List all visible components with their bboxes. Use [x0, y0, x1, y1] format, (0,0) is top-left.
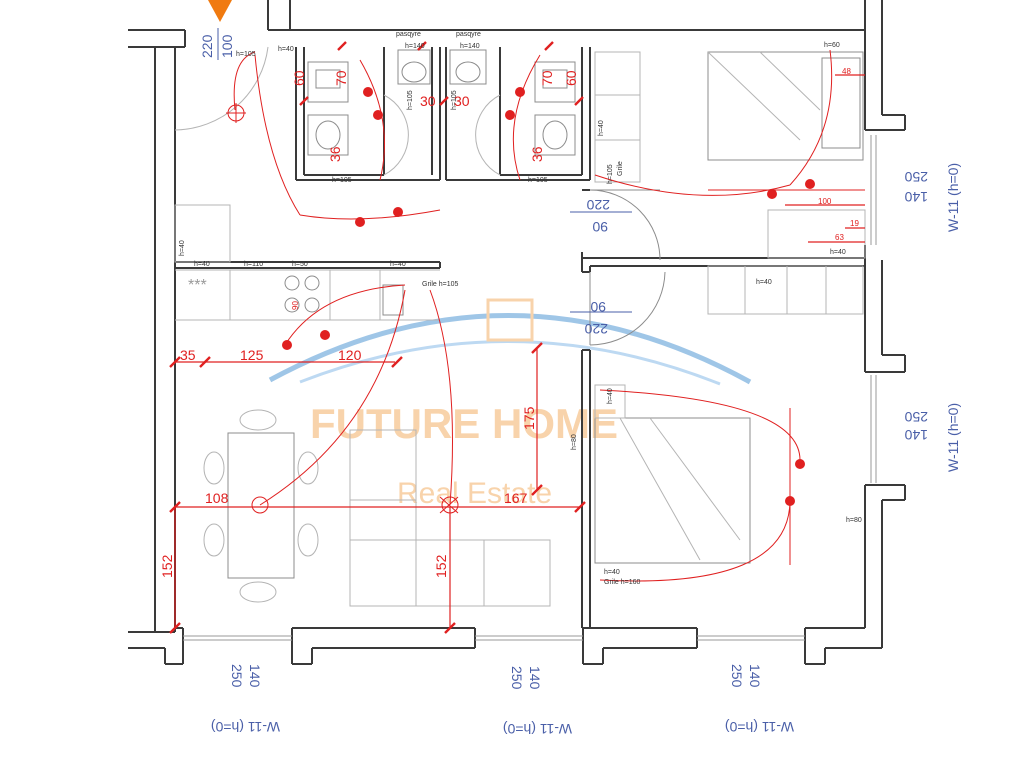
watermark: FUTURE HOME Real Estate	[268, 298, 752, 510]
note-h105-bath-vert-right: h=105	[451, 90, 458, 110]
dim-108: 108	[205, 490, 229, 506]
walls	[128, 0, 906, 665]
note-h105-grile-bed1: h=105	[607, 164, 614, 184]
bedroom-2-furniture	[594, 384, 751, 564]
dim-152-left: 152	[159, 554, 175, 578]
note-h40-bed2: h=40	[607, 388, 614, 404]
svg-text:140: 140	[527, 666, 543, 690]
entrance-dim-220: 220	[199, 34, 215, 58]
watermark-brand: FUTURE HOME	[310, 400, 618, 447]
note-h40-kitchen-right: h=40	[390, 261, 406, 268]
dim-152-center: 152	[433, 554, 449, 578]
entrance-dim-100: 100	[219, 34, 235, 58]
dim-70-right: 70	[539, 70, 555, 86]
dim-100: 100	[818, 197, 832, 206]
dim-36-left: 36	[327, 146, 343, 162]
note-h140-right: h=140	[460, 43, 480, 50]
dim-125: 125	[240, 347, 264, 363]
svg-text:250: 250	[904, 169, 928, 185]
svg-text:W-11 (h=0): W-11 (h=0)	[503, 721, 572, 737]
watermark-roof-arc-inner	[299, 340, 721, 386]
dim-36-right: 36	[529, 146, 545, 162]
entrance-arrow-icon	[208, 0, 232, 22]
dim-35: 35	[180, 347, 196, 363]
svg-text:W-11 (h=0): W-11 (h=0)	[945, 163, 961, 232]
svg-text:W-11 (h=0): W-11 (h=0)	[725, 719, 794, 735]
dim-19: 19	[850, 219, 859, 228]
svg-text:W-11 (h=0): W-11 (h=0)	[211, 719, 280, 735]
svg-text:250: 250	[229, 664, 245, 688]
note-h110-kitchen: h=110	[244, 261, 263, 268]
dim-60-left: 60	[291, 70, 307, 86]
note-h40-kitchen-top: h=40	[194, 261, 210, 268]
doors	[174, 46, 666, 346]
watermark-tagline: Real Estate	[397, 477, 552, 510]
note-h140-left: h=140	[405, 43, 425, 50]
note-h40-kitchen-left: h=40	[179, 240, 186, 256]
note-h40-entry: h=40	[278, 46, 294, 53]
svg-text:250: 250	[509, 666, 525, 690]
note-h80-living: h=80	[571, 434, 578, 450]
svg-text:250: 250	[729, 664, 745, 688]
note-h40-bed1-wardrobe: h=40	[756, 279, 772, 286]
stove-stars: ***	[188, 277, 207, 294]
note-grile-bed2: Grile h=160	[604, 579, 640, 586]
note-pasqyre-left: pasqyre	[396, 31, 421, 38]
dim-30-right: 30	[454, 93, 470, 109]
note-h80-bed2: h=80	[846, 517, 862, 524]
svg-text:140: 140	[747, 664, 763, 688]
dimension-lines	[169, 41, 865, 634]
dim-30-left: 30	[420, 93, 436, 109]
svg-text:140: 140	[247, 664, 263, 688]
window-label-bottom-1: 250 140 W-11 (h=0)	[211, 664, 280, 735]
note-h105-entry: h=105	[236, 51, 256, 58]
note-h105-bath-vert-left: h=105	[407, 90, 414, 110]
note-h40-bed1-closet: h=40	[598, 120, 605, 136]
dim-48: 48	[842, 67, 851, 76]
window-label-bottom-3: 250 140 W-11 (h=0)	[725, 664, 794, 735]
dim-175: 175	[521, 406, 537, 430]
dim-167: 167	[504, 490, 528, 506]
dim-63: 63	[835, 233, 844, 242]
watermark-house-icon	[486, 298, 534, 342]
svg-text:W-11 (h=0): W-11 (h=0)	[945, 403, 961, 472]
door-label-width-2: 90	[590, 299, 606, 315]
door-label-height-1: 220	[586, 197, 610, 213]
note-h105-bath-bottom-right: h=105	[528, 177, 548, 184]
dining-table	[203, 409, 319, 603]
note-grile-bed1: Grile	[617, 161, 624, 176]
dim-120: 120	[338, 347, 362, 363]
door-label-height-2: 220	[584, 321, 608, 337]
windows	[183, 135, 877, 641]
note-pasqyre-right: pasqyre	[456, 31, 481, 38]
note-grile-kitchen: Grile h=105	[422, 281, 458, 288]
dim-90: 90	[291, 301, 300, 310]
svg-text:250: 250	[904, 409, 928, 425]
note-h40-bed1-desk: h=40	[830, 249, 846, 256]
door-label-width-1: 90	[592, 219, 608, 235]
note-h60-bed1: h=60	[824, 42, 840, 49]
window-label-bottom-2: 250 140 W-11 (h=0)	[503, 666, 572, 737]
dim-70-left: 70	[333, 70, 349, 86]
bathroom-fixtures	[307, 49, 576, 156]
window-label-right-2: 250 140 W-11 (h=0)	[904, 403, 961, 472]
electrical-outlets	[282, 87, 815, 506]
dim-60-right: 60	[563, 70, 579, 86]
kitchen-fixtures: ***	[174, 204, 440, 321]
svg-text:140: 140	[904, 427, 928, 443]
note-h40-bed2-bottom: h=40	[604, 569, 620, 576]
note-h105-bath-bottom-left: h=105	[332, 177, 352, 184]
note-h50-kitchen: h=50	[292, 261, 308, 268]
svg-text:140: 140	[904, 189, 928, 205]
bedroom-1-furniture	[594, 51, 866, 315]
electrical-wiring	[226, 49, 865, 582]
window-label-right-1: 250 140 W-11 (h=0)	[904, 163, 961, 232]
watermark-roof-arc	[268, 313, 752, 385]
